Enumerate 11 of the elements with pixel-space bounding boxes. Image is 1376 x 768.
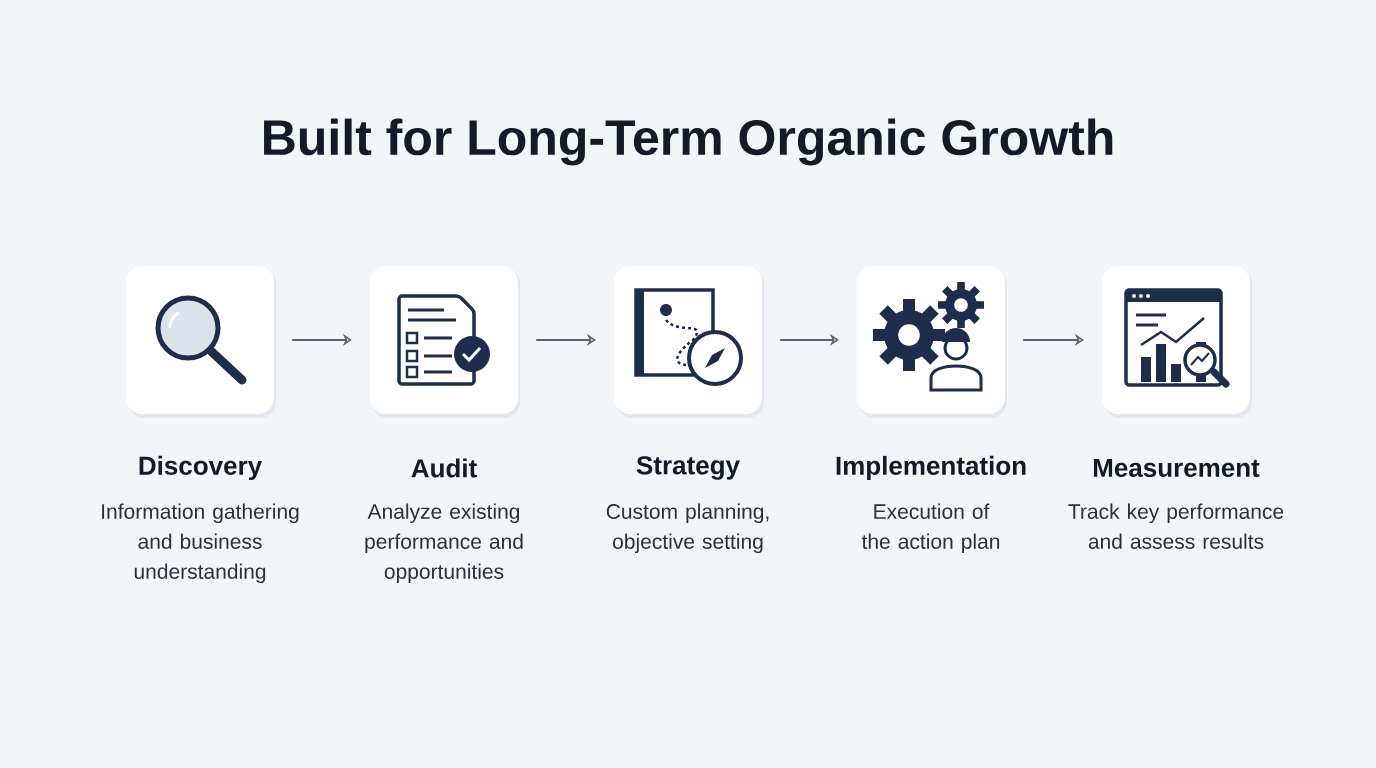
- step-heading: Discovery: [139, 455, 262, 481]
- step-heading: Strategy: [636, 456, 740, 480]
- step-description: Custom planning, objective setting: [606, 503, 769, 554]
- step-description: Execution of the action plan: [861, 503, 1000, 554]
- step-heading: Implementation: [836, 455, 1026, 481]
- step-heading: Measurement: [1093, 458, 1260, 478]
- step-description: Analyze existing performance and opportunities: [365, 503, 523, 584]
- step-heading: Audit: [411, 458, 477, 478]
- step-description: Information gathering and business understanding: [102, 503, 299, 584]
- title: Built for Long-Term Organic Growth: [264, 118, 1113, 166]
- step-description: Track key performance and assess results: [1068, 503, 1284, 549]
